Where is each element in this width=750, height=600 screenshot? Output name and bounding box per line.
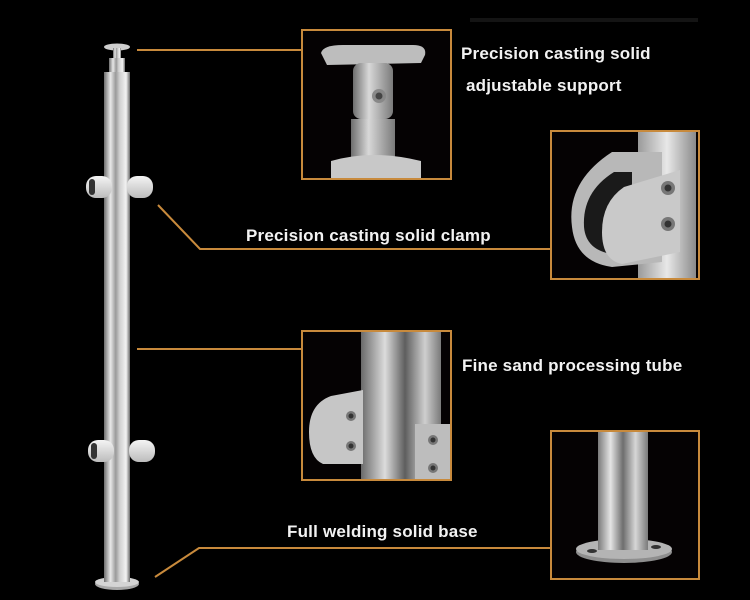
clamp-detail-frame — [550, 130, 700, 280]
tube-detail-icon — [309, 332, 450, 479]
tube-label: Fine sand processing tube — [462, 356, 683, 375]
railing-post-illustration — [86, 43, 155, 590]
clamp-label: Precision casting solid clamp — [246, 226, 491, 245]
decorative-band — [470, 18, 698, 22]
base-detail-frame — [550, 430, 700, 580]
handrail-support-icon — [321, 45, 426, 178]
base-label: Full welding solid base — [287, 522, 478, 541]
support-label-line1: Precision casting solid — [461, 44, 651, 63]
support-detail-frame — [301, 29, 452, 180]
support-label-line2: adjustable support — [466, 76, 622, 95]
tube-detail-frame — [301, 330, 452, 481]
base-plate-icon — [576, 432, 672, 563]
glass-clamp-icon — [571, 132, 696, 278]
